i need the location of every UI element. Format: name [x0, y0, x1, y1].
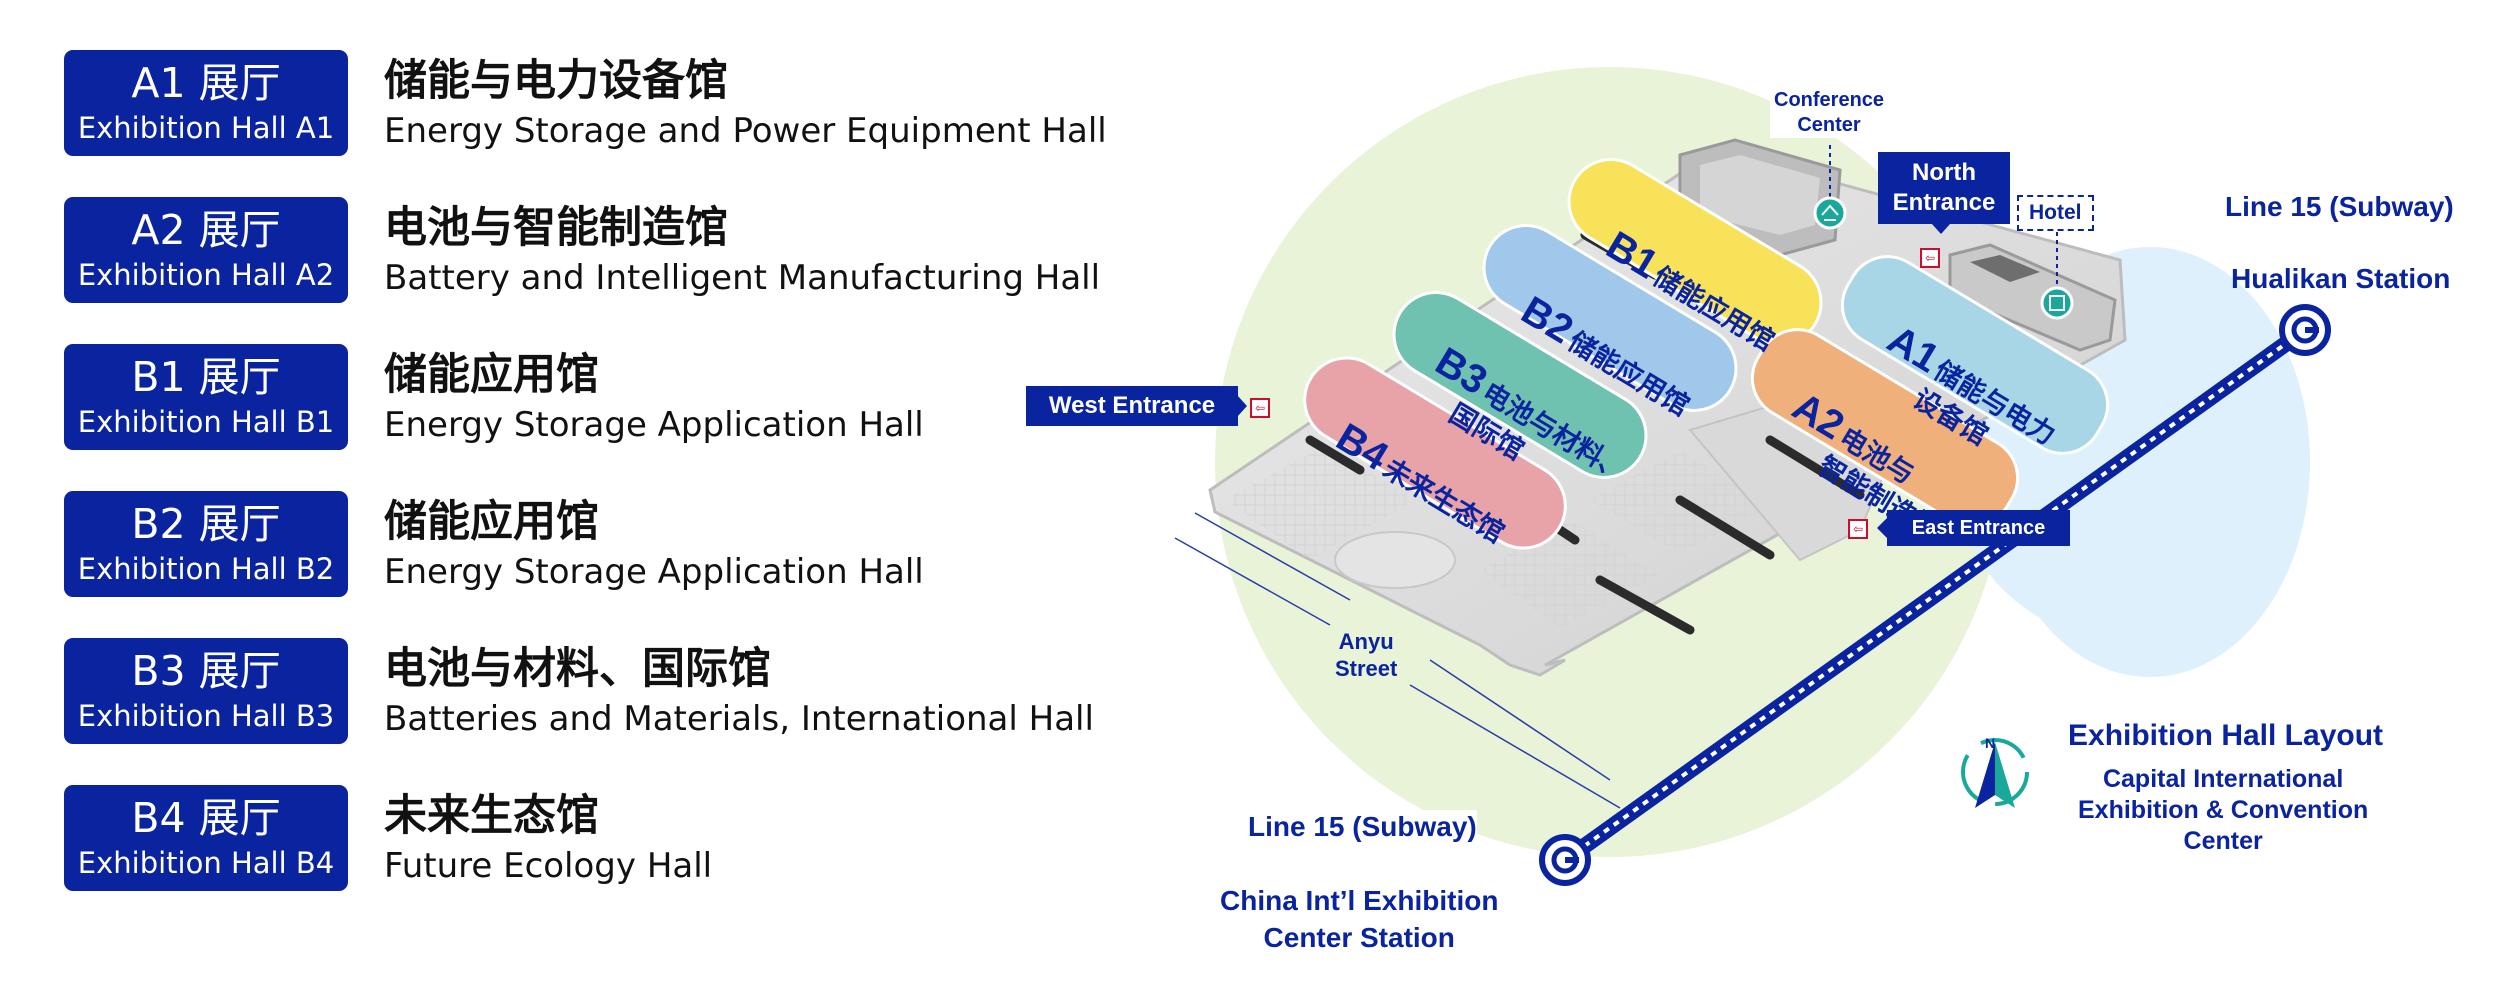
legend-row-a2: A2 展厅 Exhibition Hall A2 电池与智能制造馆 Batter… — [64, 197, 1164, 303]
conference-icon — [1813, 196, 1847, 230]
layout-title: Exhibition Hall Layout — [2068, 719, 2384, 752]
hotel-label: Hotel — [2017, 195, 2094, 231]
hall-name-en: Batteries and Materials, International H… — [384, 699, 1094, 739]
hall-code: B3 展厅 — [131, 647, 281, 695]
hall-name-en: Energy Storage Application Hall — [384, 552, 924, 592]
hall-code-en: Exhibition Hall A2 — [77, 258, 335, 292]
hall-code: A2 展厅 — [131, 206, 281, 254]
hall-b3 — [1392, 291, 1648, 479]
hall-badge-b1: B1 展厅 Exhibition Hall B1 — [64, 344, 348, 450]
subway-icon-bottom — [1539, 834, 1591, 886]
venue-name: Capital International Exhibition & Conve… — [2078, 765, 2369, 855]
west-entrance-label: West Entrance — [1026, 386, 1238, 426]
hall-code-en: Exhibition Hall B1 — [77, 405, 335, 439]
east-entrance-label: East Entrance — [1887, 510, 2070, 546]
legend-row-b2: B2 展厅 Exhibition Hall B2 储能应用馆 Energy St… — [64, 491, 1164, 597]
hall-name-cn: 储能应用馆 — [384, 350, 599, 400]
hall-a2 — [1750, 328, 2020, 528]
hall-name-cn: 电池与材料、国际馆 — [384, 644, 771, 694]
hall-name-en: Battery and Intelligent Manufacturing Ha… — [384, 258, 1101, 298]
entrance-icon: ⇦ — [1250, 398, 1270, 418]
hotel-icon — [2040, 286, 2074, 320]
line15-top-label: Line 15 (Subway) — [2225, 191, 2454, 222]
hall-code-en: Exhibition Hall A1 — [77, 111, 335, 145]
street-label: Anyu Street — [1335, 628, 1398, 682]
north-entrance-pointer — [1932, 224, 1950, 234]
hall-code-en: Exhibition Hall B4 — [77, 846, 335, 880]
east-entrance-pointer — [1877, 518, 1887, 538]
hall-badge-a1: A1 展厅 Exhibition Hall A1 — [64, 50, 348, 156]
hall-name-cn: 储能应用馆 — [384, 497, 599, 547]
line15-bottom-label: Line 15 (Subway) — [1248, 810, 1477, 844]
hall-a1 — [1840, 255, 2110, 455]
hall-name-cn: 电池与智能制造馆 — [384, 203, 728, 253]
west-entrance-pointer — [1237, 395, 1247, 417]
hall-name-en: Energy Storage and Power Equipment Hall — [384, 111, 1107, 151]
legend-row-b3: B3 展厅 Exhibition Hall B3 电池与材料、国际馆 Batte… — [64, 638, 1164, 744]
hall-name-en: Energy Storage Application Hall — [384, 405, 924, 445]
entrance-icon: ⇦ — [1848, 519, 1868, 539]
hall-code-en: Exhibition Hall B2 — [77, 552, 335, 586]
hall-code-en: Exhibition Hall B3 — [77, 699, 335, 733]
north-entrance-label: North Entrance — [1878, 152, 2010, 224]
subway-icon-top — [2279, 304, 2331, 356]
hall-badge-b2: B2 展厅 Exhibition Hall B2 — [64, 491, 348, 597]
conference-center-label: Conference Center — [1770, 88, 1889, 138]
hall-name-cn: 未来生态馆 — [384, 791, 599, 841]
legend-row-a1: A1 展厅 Exhibition Hall A1 储能与电力设备馆 Energy… — [64, 50, 1164, 156]
hall-badge-b3: B3 展厅 Exhibition Hall B3 — [64, 638, 348, 744]
compass-letter: N — [1985, 735, 1996, 751]
hall-b4 — [1303, 356, 1567, 550]
compass-icon — [1961, 738, 2029, 808]
hall-code: B2 展厅 — [131, 500, 281, 548]
entrance-icon: ⇦ — [1920, 248, 1940, 268]
hall-name-en: Future Ecology Hall — [384, 846, 713, 886]
hall-b1 — [1567, 158, 1823, 346]
legend-row-b4: B4 展厅 Exhibition Hall B4 未来生态馆 Future Ec… — [64, 785, 1164, 891]
hall-name-cn: 储能与电力设备馆 — [384, 56, 728, 106]
hall-code: B1 展厅 — [131, 353, 281, 401]
hall-code: A1 展厅 — [131, 59, 281, 107]
hall-badge-a2: A2 展厅 Exhibition Hall A2 — [64, 197, 348, 303]
hall-code: B4 展厅 — [131, 794, 281, 842]
street-lines — [1174, 512, 1621, 809]
legend-row-b1: B1 展厅 Exhibition Hall B1 储能应用馆 Energy St… — [64, 344, 1164, 450]
hall-badge-b4: B4 展厅 Exhibition Hall B4 — [64, 785, 348, 891]
hall-b2 — [1482, 224, 1738, 412]
station-bottom-label: China Int’l Exhibition Center Station — [1220, 885, 1499, 953]
subway-line — [1557, 322, 2313, 868]
station-top-label: Hualikan Station — [2231, 263, 2451, 294]
